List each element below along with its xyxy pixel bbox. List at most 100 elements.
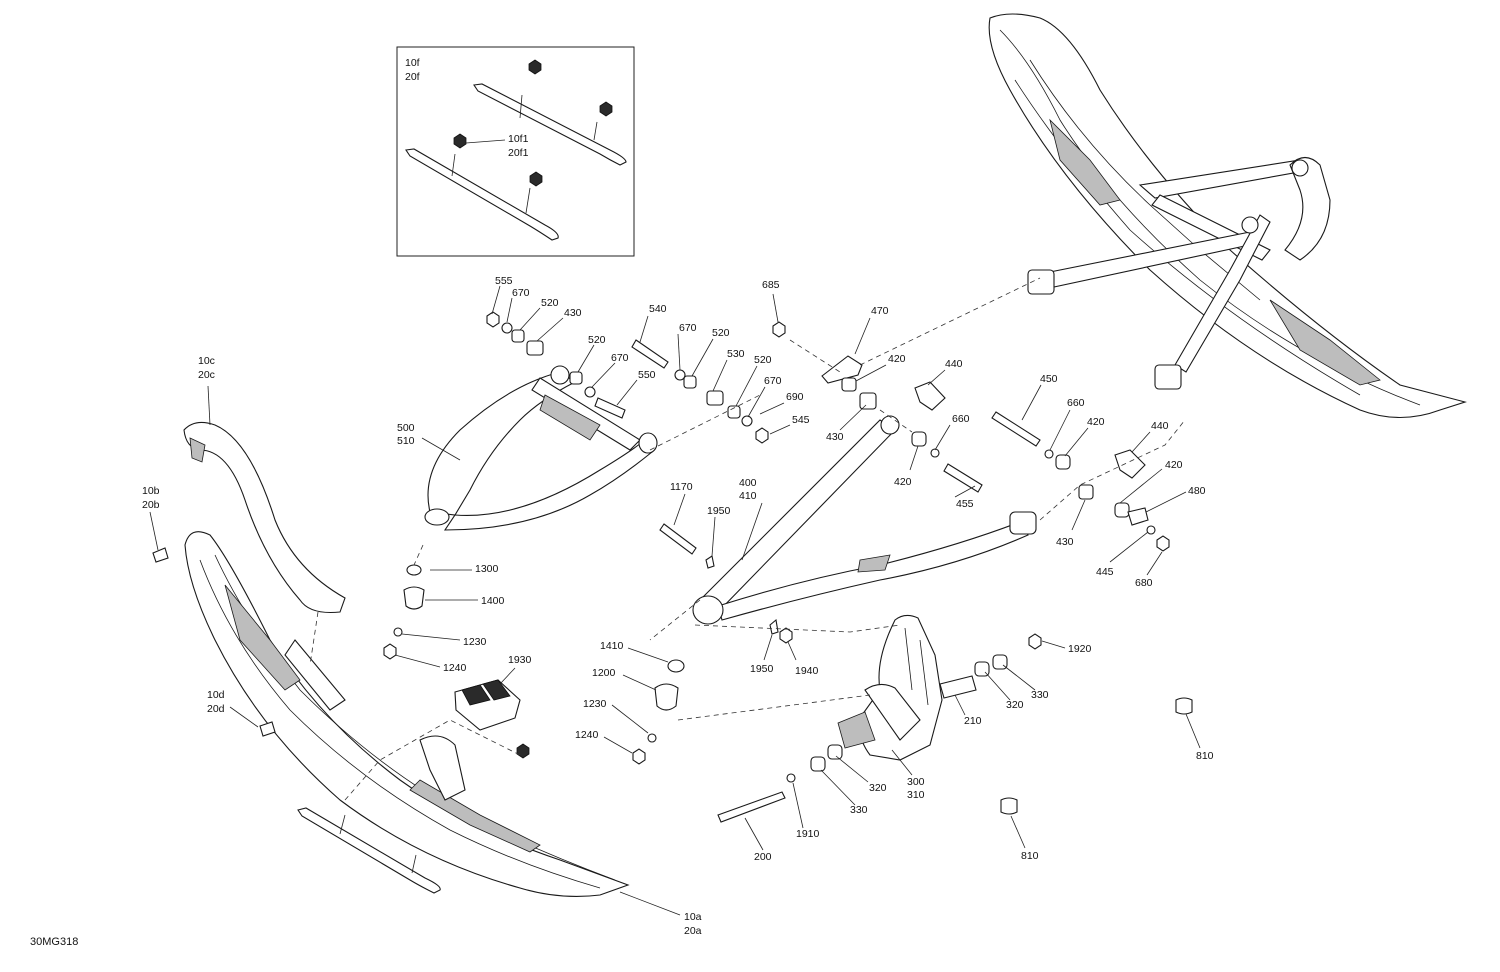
callout-550: 550	[638, 369, 656, 381]
callout-1400: 1400	[481, 595, 505, 607]
callout-1940: 1940	[795, 665, 819, 677]
leader-lines	[149, 285, 1201, 916]
left-ski-keel	[224, 584, 301, 691]
runner-upper	[473, 83, 627, 166]
upper-a-arm-ball-socket	[424, 508, 450, 526]
bracket-470	[821, 355, 863, 384]
callout-520: 520	[754, 354, 772, 366]
callout-1950: 1950	[750, 663, 774, 675]
callout-1240: 1240	[443, 662, 467, 674]
diagram-code: 30MG318	[30, 936, 78, 948]
callout-420: 420	[1165, 459, 1183, 471]
callout-1950: 1950	[707, 505, 731, 517]
callout-1240: 1240	[575, 729, 599, 741]
callout-510: 510	[397, 435, 415, 447]
callout-520: 520	[588, 334, 606, 346]
bolt-icon	[594, 397, 626, 419]
left-runner	[297, 807, 441, 894]
callout-20c: 20c	[198, 369, 215, 381]
callout-20b: 20b	[142, 499, 160, 511]
callout-670: 670	[679, 322, 697, 334]
hardware	[152, 311, 1193, 823]
inset-box: 10f 20f 10f1 20f1	[396, 46, 635, 257]
right-ski-keel	[1049, 118, 1121, 206]
callout-420: 420	[1087, 416, 1105, 428]
callout-500: 500	[397, 422, 415, 434]
callout-20d: 20d	[207, 703, 225, 715]
nut-icon	[486, 311, 500, 328]
callout-330: 330	[850, 804, 868, 816]
callout-430: 430	[564, 307, 582, 319]
runner-nut-icon	[516, 743, 530, 759]
runner-nut-icon	[529, 171, 543, 187]
right-lower-arm-rear	[1174, 214, 1271, 373]
callout-10d: 10d	[207, 689, 225, 701]
right-ski-body	[988, 13, 1467, 419]
callout-440: 440	[945, 358, 963, 370]
left-ski-handle	[183, 421, 346, 614]
callout-520: 520	[712, 327, 730, 339]
callout-420: 420	[894, 476, 912, 488]
callout-200: 200	[754, 851, 772, 863]
callout-430: 430	[826, 431, 844, 443]
callout-1410: 1410	[600, 640, 624, 652]
bump-stop-1930	[454, 679, 521, 731]
upper-a-arm-gusset	[531, 377, 641, 451]
runner-nut-icon	[599, 101, 613, 117]
callout-670: 670	[764, 375, 782, 387]
runner-nut-icon	[528, 59, 542, 75]
callout-530: 530	[727, 348, 745, 360]
upper-a-arm	[424, 365, 658, 531]
callout-810: 810	[1021, 850, 1039, 862]
callout-450: 450	[1040, 373, 1058, 385]
callout-420: 420	[888, 353, 906, 365]
runner-lower	[405, 148, 559, 241]
callout-660: 660	[1067, 397, 1085, 409]
callout-670: 670	[611, 352, 629, 364]
callout-670: 670	[512, 287, 530, 299]
callout-10c: 10c	[198, 355, 215, 367]
bushing-icon	[526, 340, 544, 356]
inset-callout-20f1: 20f1	[508, 147, 529, 159]
cap-810-icon	[1000, 797, 1018, 815]
bolt-icon	[631, 339, 669, 369]
callout-685: 685	[762, 279, 780, 291]
callout-1930: 1930	[508, 654, 532, 666]
callout-455: 455	[956, 498, 974, 510]
callout-1230: 1230	[463, 636, 487, 648]
callout-545: 545	[792, 414, 810, 426]
left-ski-body	[184, 531, 630, 898]
spindle-bolt-210	[939, 675, 977, 699]
callout-680: 680	[1135, 577, 1153, 589]
callout-410: 410	[739, 490, 757, 502]
assembly-lines	[309, 277, 1186, 801]
right-ski-keel-rear	[1269, 299, 1381, 386]
bolt-200	[717, 791, 786, 823]
callout-520: 520	[541, 297, 559, 309]
callout-1200: 1200	[592, 667, 616, 679]
callout-20a: 20a	[684, 925, 702, 937]
callout-430: 430	[1056, 536, 1074, 548]
left-ski-assembly	[183, 421, 630, 898]
right-arm-end-front	[1027, 269, 1055, 295]
callout-10b: 10b	[142, 485, 160, 497]
left-ski-mount	[419, 735, 466, 801]
callout-1230: 1230	[583, 698, 607, 710]
right-arm-end-rear	[1154, 364, 1182, 390]
callout-445: 445	[1096, 566, 1114, 578]
callout-1300: 1300	[475, 563, 499, 575]
right-ski-assembly	[988, 13, 1467, 419]
inset-label-20f: 20f	[405, 71, 420, 83]
callout-10a: 10a	[684, 911, 702, 923]
lower-a-arm-ball-socket	[692, 595, 724, 625]
callout-320: 320	[869, 782, 887, 794]
callout-320: 320	[1006, 699, 1024, 711]
callout-810: 810	[1196, 750, 1214, 762]
callout-330: 330	[1031, 689, 1049, 701]
callout-540: 540	[649, 303, 667, 315]
callout-labels: 555 670 520 430 540 670 520 520 670 530 …	[142, 275, 1214, 937]
spindle	[837, 614, 977, 761]
runner-nut-icon	[453, 133, 467, 149]
right-spindle	[1284, 156, 1331, 261]
callout-1920: 1920	[1068, 643, 1092, 655]
